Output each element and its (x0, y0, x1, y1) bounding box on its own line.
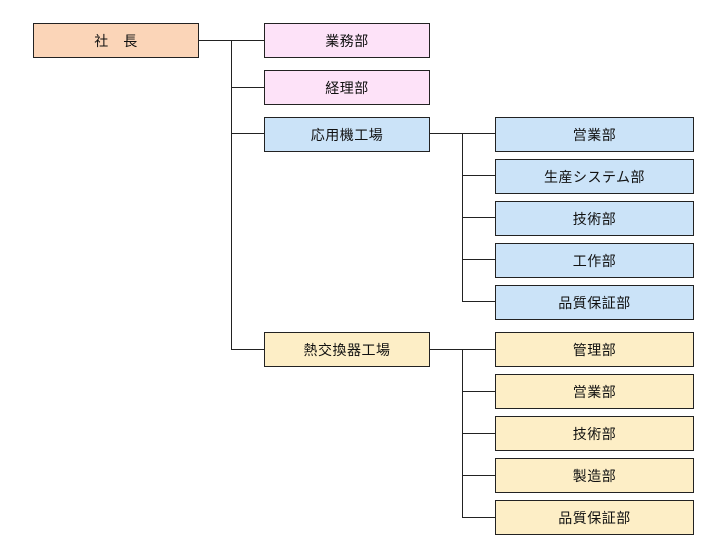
node-plant-b-dept-1: 管理部 (495, 332, 694, 367)
connector-president (198, 40, 232, 41)
node-plant-a-dept-4: 工作部 (495, 243, 694, 278)
connector-b2 (462, 433, 495, 434)
connector-b1 (462, 391, 495, 392)
connector-a4 (462, 301, 495, 302)
node-president: 社 長 (33, 23, 199, 58)
node-plant-a-label: 応用機工場 (310, 127, 384, 144)
node-plant-a-dept-3: 技術部 (495, 201, 694, 236)
node-plant-a-dept-5: 品質保証部 (495, 285, 694, 320)
node-gyomu-label: 業務部 (325, 33, 369, 50)
connector-b3 (462, 475, 495, 476)
node-plant-a-dept-2-label: 生産システム部 (543, 169, 646, 186)
node-plant-b-dept-1-label: 管理部 (572, 342, 617, 359)
node-keiri-label: 経理部 (325, 80, 369, 97)
connector-plant-b (231, 349, 264, 350)
connector-gyomu (231, 40, 264, 41)
node-president-label: 社 長 (94, 33, 138, 50)
node-plant-b-label: 熱交換器工場 (303, 342, 391, 359)
node-plant-b-dept-4-label: 製造部 (572, 468, 617, 485)
node-plant-a-dept-4-label: 工作部 (572, 253, 617, 270)
node-gyomu: 業務部 (264, 23, 430, 58)
connector-plant-a (231, 133, 264, 134)
node-plant-a-dept-1: 営業部 (495, 117, 694, 152)
node-plant-a: 応用機工場 (264, 117, 430, 152)
connector-a1 (462, 175, 495, 176)
node-plant-a-dept-5-label: 品質保証部 (558, 295, 631, 312)
connector-keiri (231, 87, 264, 88)
node-plant-b-dept-2: 営業部 (495, 374, 694, 409)
node-plant-b-dept-5-label: 品質保証部 (558, 510, 631, 527)
node-plant-b: 熱交換器工場 (264, 332, 430, 367)
node-plant-b-dept-2-label: 営業部 (572, 384, 617, 401)
connector-trunk (231, 40, 232, 349)
node-plant-b-dept-3-label: 技術部 (572, 426, 617, 443)
node-plant-b-dept-4: 製造部 (495, 458, 694, 493)
node-plant-a-dept-3-label: 技術部 (572, 211, 617, 228)
node-plant-b-dept-3: 技術部 (495, 416, 694, 451)
node-plant-a-dept-1-label: 営業部 (572, 127, 617, 144)
node-plant-b-dept-5: 品質保証部 (495, 500, 694, 535)
connector-a2 (462, 217, 495, 218)
node-plant-a-dept-2: 生産システム部 (495, 159, 694, 194)
connector-a3 (462, 259, 495, 260)
node-keiri: 経理部 (264, 70, 430, 105)
connector-b4 (462, 517, 495, 518)
